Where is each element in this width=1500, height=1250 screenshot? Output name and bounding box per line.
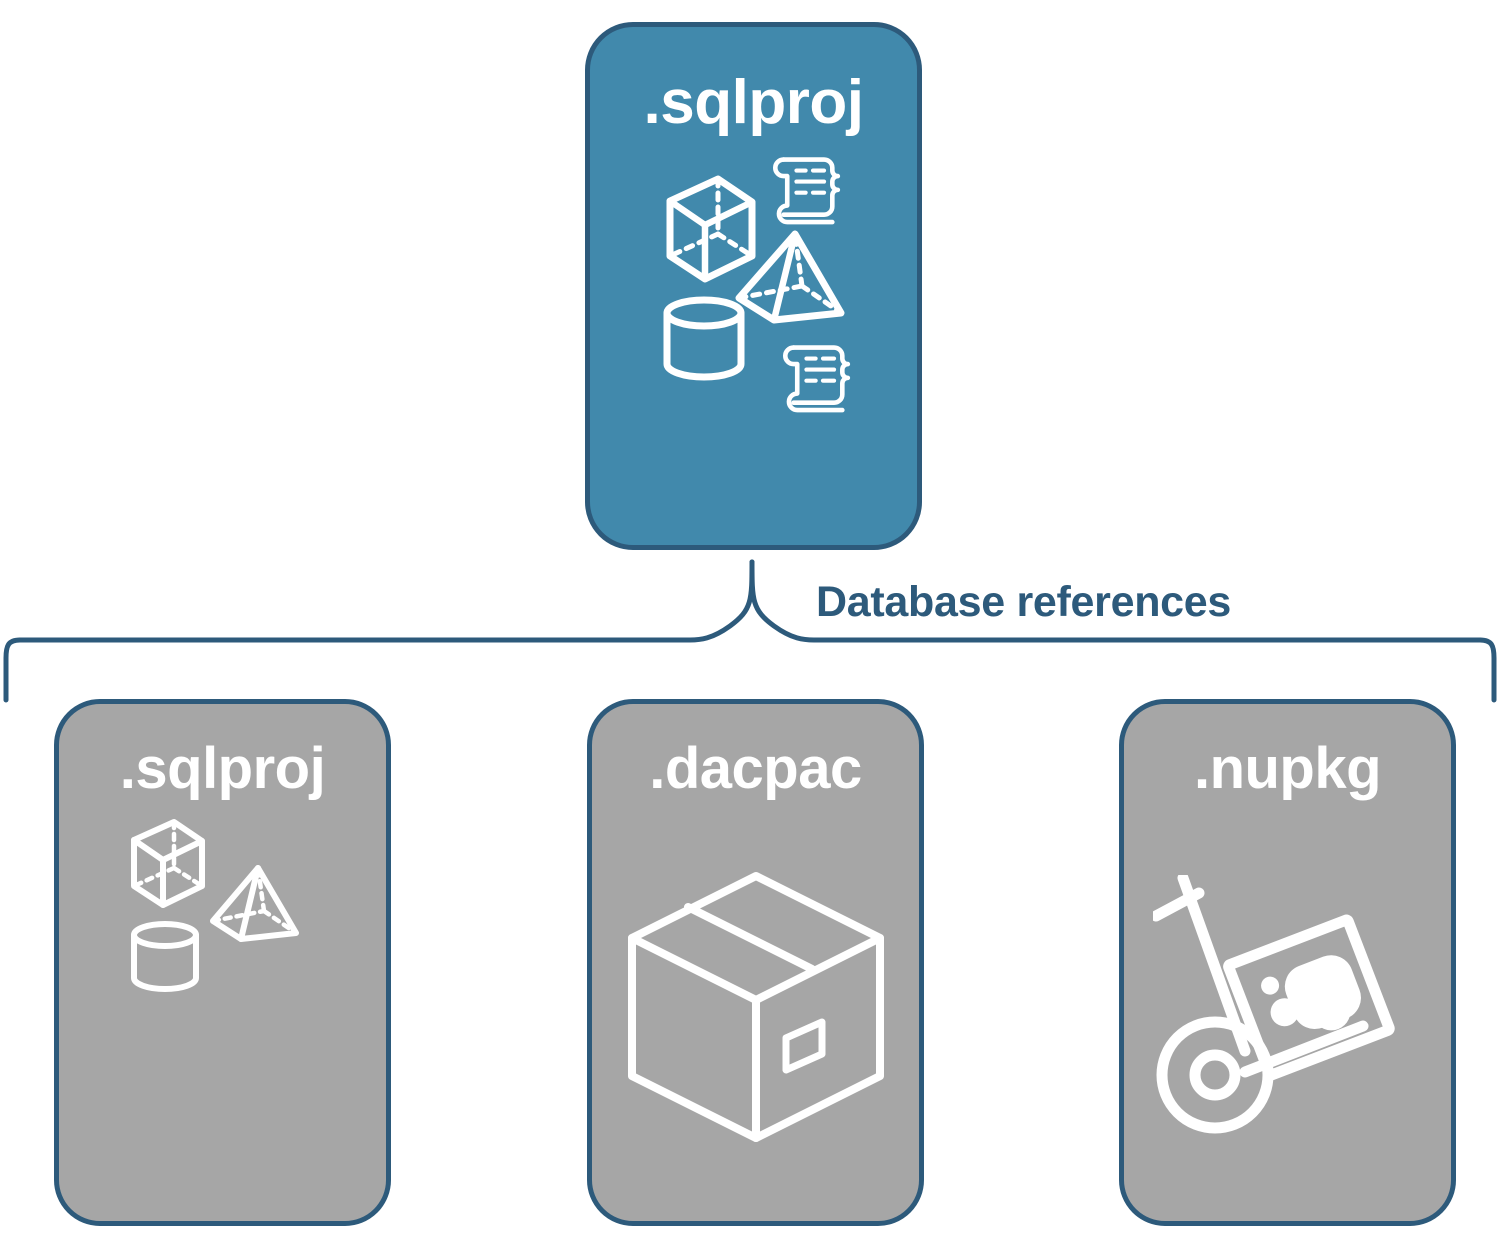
node-child-sqlproj[interactable]: .sqlproj	[54, 699, 391, 1226]
scroll-icon	[772, 157, 840, 225]
child-dacpac-icon-group	[592, 798, 919, 1221]
cylinder-wireframe-icon	[663, 296, 744, 381]
node-child-sqlproj-label: .sqlproj	[119, 736, 326, 801]
database-references-brace	[3, 559, 1497, 703]
node-root-sqlproj[interactable]: .sqlproj	[585, 22, 922, 550]
node-child-dacpac[interactable]: .dacpac	[587, 699, 924, 1226]
child-sqlproj-icon-group	[59, 798, 386, 1221]
node-child-dacpac-label: .dacpac	[649, 736, 862, 801]
root-icons-svg	[663, 157, 850, 413]
pyramid-wireframe-icon	[735, 230, 844, 324]
cube-wireframe-icon	[130, 819, 205, 908]
child-nupkg-icon-group	[1124, 798, 1451, 1221]
root-icon-group	[590, 134, 917, 545]
pyramid-wireframe-icon	[209, 865, 299, 942]
hand-truck-package-icon	[1152, 874, 1395, 1133]
scroll-icon	[782, 345, 850, 413]
child-sqlproj-icons-svg	[130, 819, 299, 992]
connector-label-database-references: Database references	[816, 578, 1231, 626]
shipping-box-icon	[627, 871, 884, 1142]
cube-wireframe-icon	[666, 175, 755, 283]
node-child-nupkg[interactable]: .nupkg	[1119, 699, 1456, 1226]
node-root-label: .sqlproj	[643, 68, 864, 137]
hand-truck-svg	[1152, 874, 1395, 1133]
cylinder-wireframe-icon	[130, 921, 199, 992]
shipping-box-svg	[627, 871, 884, 1142]
node-child-nupkg-label: .nupkg	[1193, 736, 1382, 801]
